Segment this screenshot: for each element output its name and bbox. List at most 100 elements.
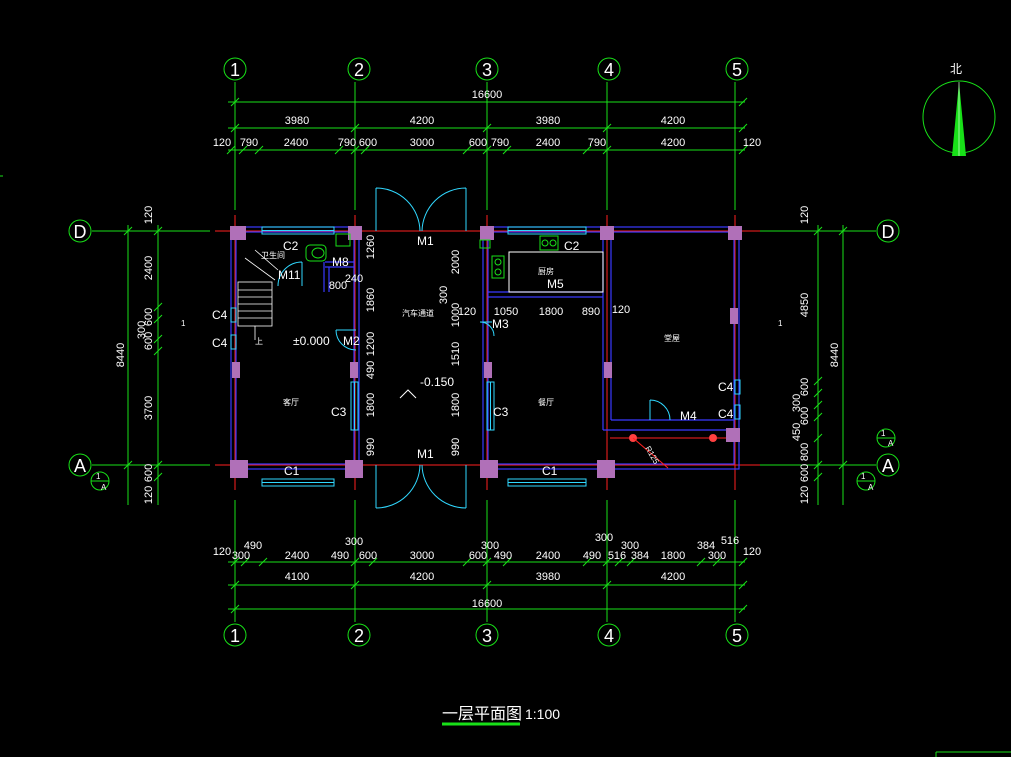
axis-bubble-4-top: 4 — [597, 57, 621, 81]
level-labels: ±0.000 -0.150 上 1 1 R125 — [181, 319, 783, 466]
r125-marks — [629, 434, 717, 469]
svg-text:2400: 2400 — [285, 550, 309, 562]
svg-text:4100: 4100 — [285, 571, 309, 583]
svg-text:384: 384 — [631, 550, 649, 562]
room-hall: 堂屋 — [664, 333, 680, 343]
svg-text:3: 3 — [482, 60, 492, 80]
svg-text:A: A — [74, 456, 86, 476]
svg-text:300: 300 — [136, 321, 148, 339]
svg-text:490: 490 — [331, 550, 349, 562]
svg-text:600: 600 — [143, 464, 155, 482]
svg-text:600: 600 — [469, 550, 487, 562]
svg-text:1260: 1260 — [365, 235, 377, 259]
axis-bubble-4-bottom: 4 — [597, 623, 621, 647]
svg-text:A: A — [868, 483, 874, 492]
fixtures — [305, 233, 604, 399]
svg-text:2400: 2400 — [143, 256, 155, 280]
svg-text:3000: 3000 — [410, 550, 434, 562]
dim-top-r1-2: 3980 — [536, 115, 560, 127]
dim-top-r1-3: 4200 — [661, 115, 685, 127]
svg-text:790: 790 — [491, 137, 509, 149]
svg-text:2000: 2000 — [450, 250, 462, 274]
svg-text:3700: 3700 — [143, 396, 155, 420]
title-scale: 1:100 — [525, 706, 560, 722]
room-dining: 餐厅 — [538, 398, 554, 407]
svg-text:490: 490 — [365, 361, 377, 379]
svg-text:300: 300 — [232, 550, 250, 562]
axis-bubble-D-right: D — [876, 219, 900, 243]
svg-text:790: 790 — [338, 137, 356, 149]
svg-text:800: 800 — [799, 443, 811, 461]
svg-text:990: 990 — [450, 438, 462, 456]
svg-text:120: 120 — [458, 306, 476, 318]
svg-text:1800: 1800 — [365, 393, 377, 417]
svg-text:1860: 1860 — [365, 288, 377, 312]
svg-text:2400: 2400 — [536, 550, 560, 562]
svg-text:3000: 3000 — [410, 137, 434, 149]
svg-text:C2: C2 — [283, 239, 299, 253]
axis-bubble-D-left: D — [68, 219, 92, 243]
axis-bubble-3-bottom: 3 — [475, 623, 499, 647]
dim-top-r1-1: 4200 — [410, 115, 434, 127]
door-label-m4: M4 — [680, 409, 697, 423]
svg-text:C4: C4 — [718, 380, 734, 394]
svg-text:120: 120 — [612, 304, 630, 316]
axis-bubble-2-bottom: 2 — [347, 623, 371, 647]
dims-bottom: 120 300 490 2400 300 490 600 3000 600 30… — [213, 532, 761, 610]
svg-text:4: 4 — [604, 60, 614, 80]
corner-frame — [0, 175, 1011, 757]
svg-text:A: A — [888, 439, 894, 448]
axis-bubble-A-right: A — [876, 453, 900, 477]
axis-bubbles: 1 2 3 4 5 1 2 3 4 5 D A D A 1 A 1 A 1 A — [68, 57, 900, 647]
svg-text:120: 120 — [743, 137, 761, 149]
svg-text:120: 120 — [213, 546, 231, 558]
svg-text:5: 5 — [732, 626, 742, 646]
aux-axis-bubble-right-lower: 1 A — [856, 471, 876, 492]
interior-dims: 1260 240 800 1860 1200 490 1800 990 2000… — [329, 235, 630, 456]
svg-text:3980: 3980 — [536, 571, 560, 583]
svg-text:300: 300 — [438, 286, 450, 304]
svg-text:600: 600 — [143, 332, 155, 350]
dims-right: 120 4850 600 300 600 450 800 600 120 844… — [791, 206, 841, 504]
svg-text:120: 120 — [743, 546, 761, 558]
svg-text:1: 1 — [230, 60, 240, 80]
svg-text:890: 890 — [582, 306, 600, 318]
svg-text:1: 1 — [96, 472, 101, 481]
svg-text:600: 600 — [799, 407, 811, 425]
drawing-title: 一层平面图 1:100 — [442, 706, 560, 726]
axis-bubble-A-left: A — [68, 453, 92, 477]
dims-left: 120 2400 600 300 600 3700 600 120 8440 — [115, 206, 155, 504]
columns — [230, 226, 742, 478]
svg-text:2: 2 — [354, 60, 364, 80]
svg-text:A: A — [882, 456, 894, 476]
svg-text:C2: C2 — [564, 239, 580, 253]
svg-text:4: 4 — [604, 626, 614, 646]
window-labels: C1 C1 C2 C2 C3 C3 C4 C4 C4 C4 — [212, 239, 734, 478]
svg-text:1: 1 — [861, 472, 866, 481]
svg-text:4850: 4850 — [799, 293, 811, 317]
svg-text:8440: 8440 — [115, 343, 127, 367]
stair — [237, 249, 279, 340]
svg-text:600: 600 — [359, 137, 377, 149]
svg-text:1200: 1200 — [365, 332, 377, 356]
svg-text:990: 990 — [365, 438, 377, 456]
svg-text:1: 1 — [181, 319, 186, 328]
axis-bubble-5-bottom: 5 — [725, 623, 749, 647]
svg-text:2: 2 — [354, 626, 364, 646]
north-arrow: 北 — [922, 62, 996, 156]
svg-text:120: 120 — [143, 486, 155, 504]
axis-extension-lines — [92, 82, 876, 622]
svg-text:600: 600 — [799, 378, 811, 396]
svg-text:300: 300 — [621, 540, 639, 552]
svg-text:800: 800 — [329, 280, 347, 292]
svg-text:300: 300 — [791, 394, 803, 412]
svg-text:C3: C3 — [331, 405, 347, 419]
dims-top: 16600 3980 4200 3980 4200 120 790 2400 7… — [213, 89, 761, 149]
svg-text:C1: C1 — [284, 464, 300, 478]
svg-text:D: D — [74, 222, 87, 242]
svg-text:600: 600 — [469, 137, 487, 149]
svg-text:120: 120 — [143, 206, 155, 224]
door-labels: M1 M1 M2 M3 M4 M5 M8 M11 — [278, 234, 697, 461]
dim-top-total: 16600 — [472, 89, 503, 101]
svg-text:3: 3 — [482, 626, 492, 646]
